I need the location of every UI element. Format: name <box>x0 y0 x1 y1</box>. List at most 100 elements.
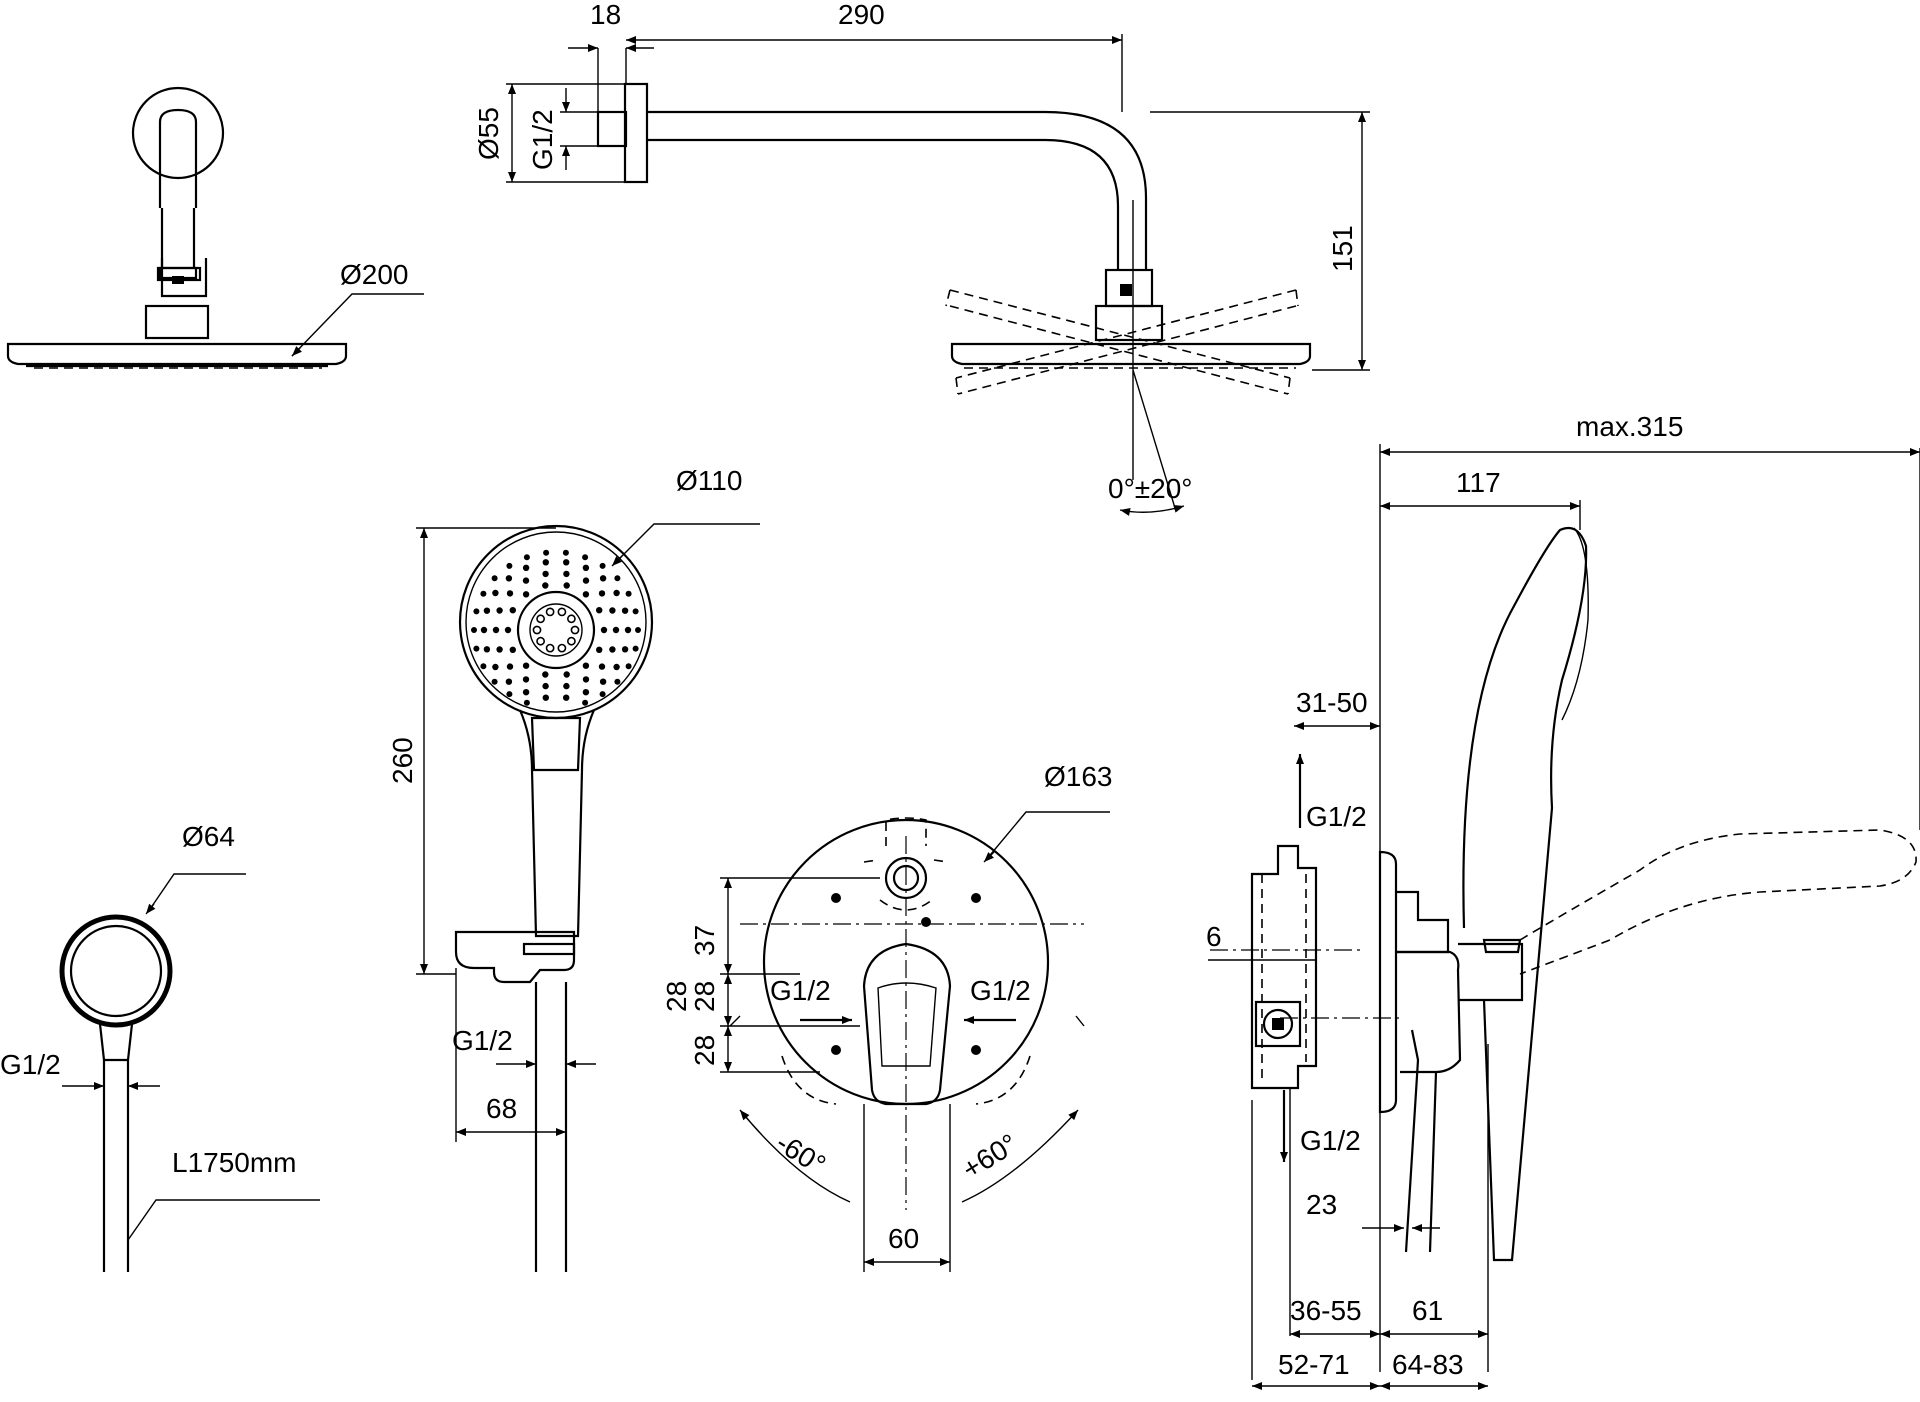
side-total-left-label: 52-71 <box>1278 1349 1350 1380</box>
nozzle-dot <box>609 646 616 653</box>
mixer-front-view <box>729 817 1085 1210</box>
nozzle-dot <box>624 626 632 634</box>
mixer-spacing-mid2-label: 28 <box>661 981 692 1012</box>
nozzle-dot <box>523 554 530 561</box>
center-nozzle <box>570 625 580 635</box>
spray-nozzles <box>471 549 641 706</box>
mixer-spacing-mid-label: 28 <box>689 981 720 1012</box>
nozzle-dot <box>492 663 499 671</box>
nozzle-dot <box>599 678 607 685</box>
nozzle-dot <box>522 689 530 696</box>
nozzle-dot <box>483 646 491 653</box>
side-outlet-up-label: G1/2 <box>1306 801 1367 832</box>
side-max-reach-label: max.315 <box>1576 411 1683 442</box>
holder-width-label: 68 <box>486 1093 517 1124</box>
nozzle-dot <box>582 564 590 571</box>
nozzle-dot <box>632 645 639 652</box>
nozzle-dot <box>480 626 488 634</box>
nozzle-dot <box>522 676 530 683</box>
hand-shower-dimension-lines: 260 Ø110 G1/2 68 <box>387 465 760 1142</box>
nozzle-dot <box>613 663 620 671</box>
overhead-inlet-thread-label: G1/2 <box>527 109 558 170</box>
nozzle-dot <box>621 607 629 614</box>
nozzle-dot <box>505 575 513 582</box>
overhead-flange-depth-label: 18 <box>590 0 621 30</box>
nozzle-dot <box>542 582 549 589</box>
nozzle-dot <box>563 671 570 678</box>
mixer-side-view <box>1210 526 1917 1262</box>
nozzle-dot <box>509 607 516 614</box>
nozzle-dot <box>473 608 480 615</box>
nozzle-dot <box>542 671 549 678</box>
nozzle-dot <box>582 699 589 706</box>
side-plaster-depth-label: 31-50 <box>1296 687 1368 718</box>
side-hand-reach-label: 117 <box>1456 467 1501 498</box>
overhead-arm-projection-label: 290 <box>838 0 885 30</box>
mixer-spacing-top-label: 37 <box>689 925 720 956</box>
nozzle-dot <box>613 589 620 597</box>
mixer-plate-diameter-label: Ø163 <box>1044 761 1113 792</box>
nozzle-dot <box>563 559 570 566</box>
nozzle-dot <box>599 562 606 569</box>
mixer-rotate-left-label: -60° <box>771 1127 831 1181</box>
overhead-flange-diameter-label: Ø55 <box>473 107 504 160</box>
nozzle-dot <box>522 577 530 584</box>
nozzle-dot <box>471 627 477 633</box>
overhead-shower-front-view <box>6 86 348 369</box>
nozzle-dot <box>542 559 549 566</box>
nozzle-dot <box>480 663 487 670</box>
nozzle-dot <box>491 575 498 582</box>
nozzle-dot <box>496 646 503 653</box>
nozzle-dot <box>582 591 590 598</box>
center-nozzle <box>532 625 542 635</box>
nozzle-dot <box>596 646 603 653</box>
nozzle-dot <box>625 590 632 597</box>
nozzle-dot <box>563 694 570 701</box>
nozzle-dot <box>509 646 516 653</box>
nozzle-dot <box>496 607 503 614</box>
nozzle-dot <box>598 663 606 670</box>
overhead-head-diameter-label: Ø200 <box>340 259 409 290</box>
nozzle-dot <box>506 590 514 597</box>
side-outlet-down-label: G1/2 <box>1300 1125 1361 1156</box>
mixer-side-dimension-lines: max.315 117 31-50 G1/2 G1/2 6 23 36-55 6… <box>1206 411 1920 1390</box>
nozzle-dot <box>599 691 606 698</box>
nozzle-dot <box>563 570 570 578</box>
hand-shower-view <box>454 524 654 1272</box>
nozzle-dot <box>480 590 487 597</box>
nozzle-dot <box>582 554 589 561</box>
nozzle-dot <box>562 549 569 556</box>
center-nozzle <box>536 636 545 646</box>
nozzle-dot <box>522 591 530 598</box>
nozzle-dot <box>506 663 514 670</box>
outlet-elbow-view: Ø64 G1/2 L1750mm <box>0 821 320 1272</box>
nozzle-dot <box>506 562 513 569</box>
overhead-shower-side-view <box>596 82 1312 509</box>
nozzle-dot <box>473 645 480 652</box>
nozzle-dot <box>614 575 621 582</box>
nozzle-dot <box>542 682 549 690</box>
side-lever-depth-label: 61 <box>1412 1295 1443 1326</box>
overhead-drop-label: 151 <box>1327 225 1358 272</box>
center-nozzle <box>557 643 567 653</box>
nozzle-dot <box>625 663 632 670</box>
hand-shower-diameter-label: Ø110 <box>676 465 742 496</box>
nozzle-dot <box>621 646 629 653</box>
nozzle-dot <box>523 699 530 706</box>
mixer-inlet-right-label: G1/2 <box>970 975 1031 1006</box>
nozzle-dot <box>492 626 500 634</box>
side-dim-23-label: 23 <box>1306 1189 1337 1220</box>
nozzle-dot <box>600 626 608 634</box>
center-nozzle <box>536 614 545 624</box>
nozzle-dot <box>582 577 590 584</box>
nozzle-dot <box>635 627 641 633</box>
holder-thread-label: G1/2 <box>452 1025 513 1056</box>
nozzle-dot <box>582 676 590 683</box>
center-nozzle <box>545 607 555 617</box>
center-nozzle <box>545 643 555 653</box>
mixer-spacing-low-label: 28 <box>689 1035 720 1066</box>
overhead-tilt-label: 0°±20° <box>1108 473 1192 504</box>
overhead-dimension-lines: 18 290 Ø55 G1/2 151 0°±20° <box>473 0 1370 516</box>
hand-shower-length-label: 260 <box>387 737 418 784</box>
